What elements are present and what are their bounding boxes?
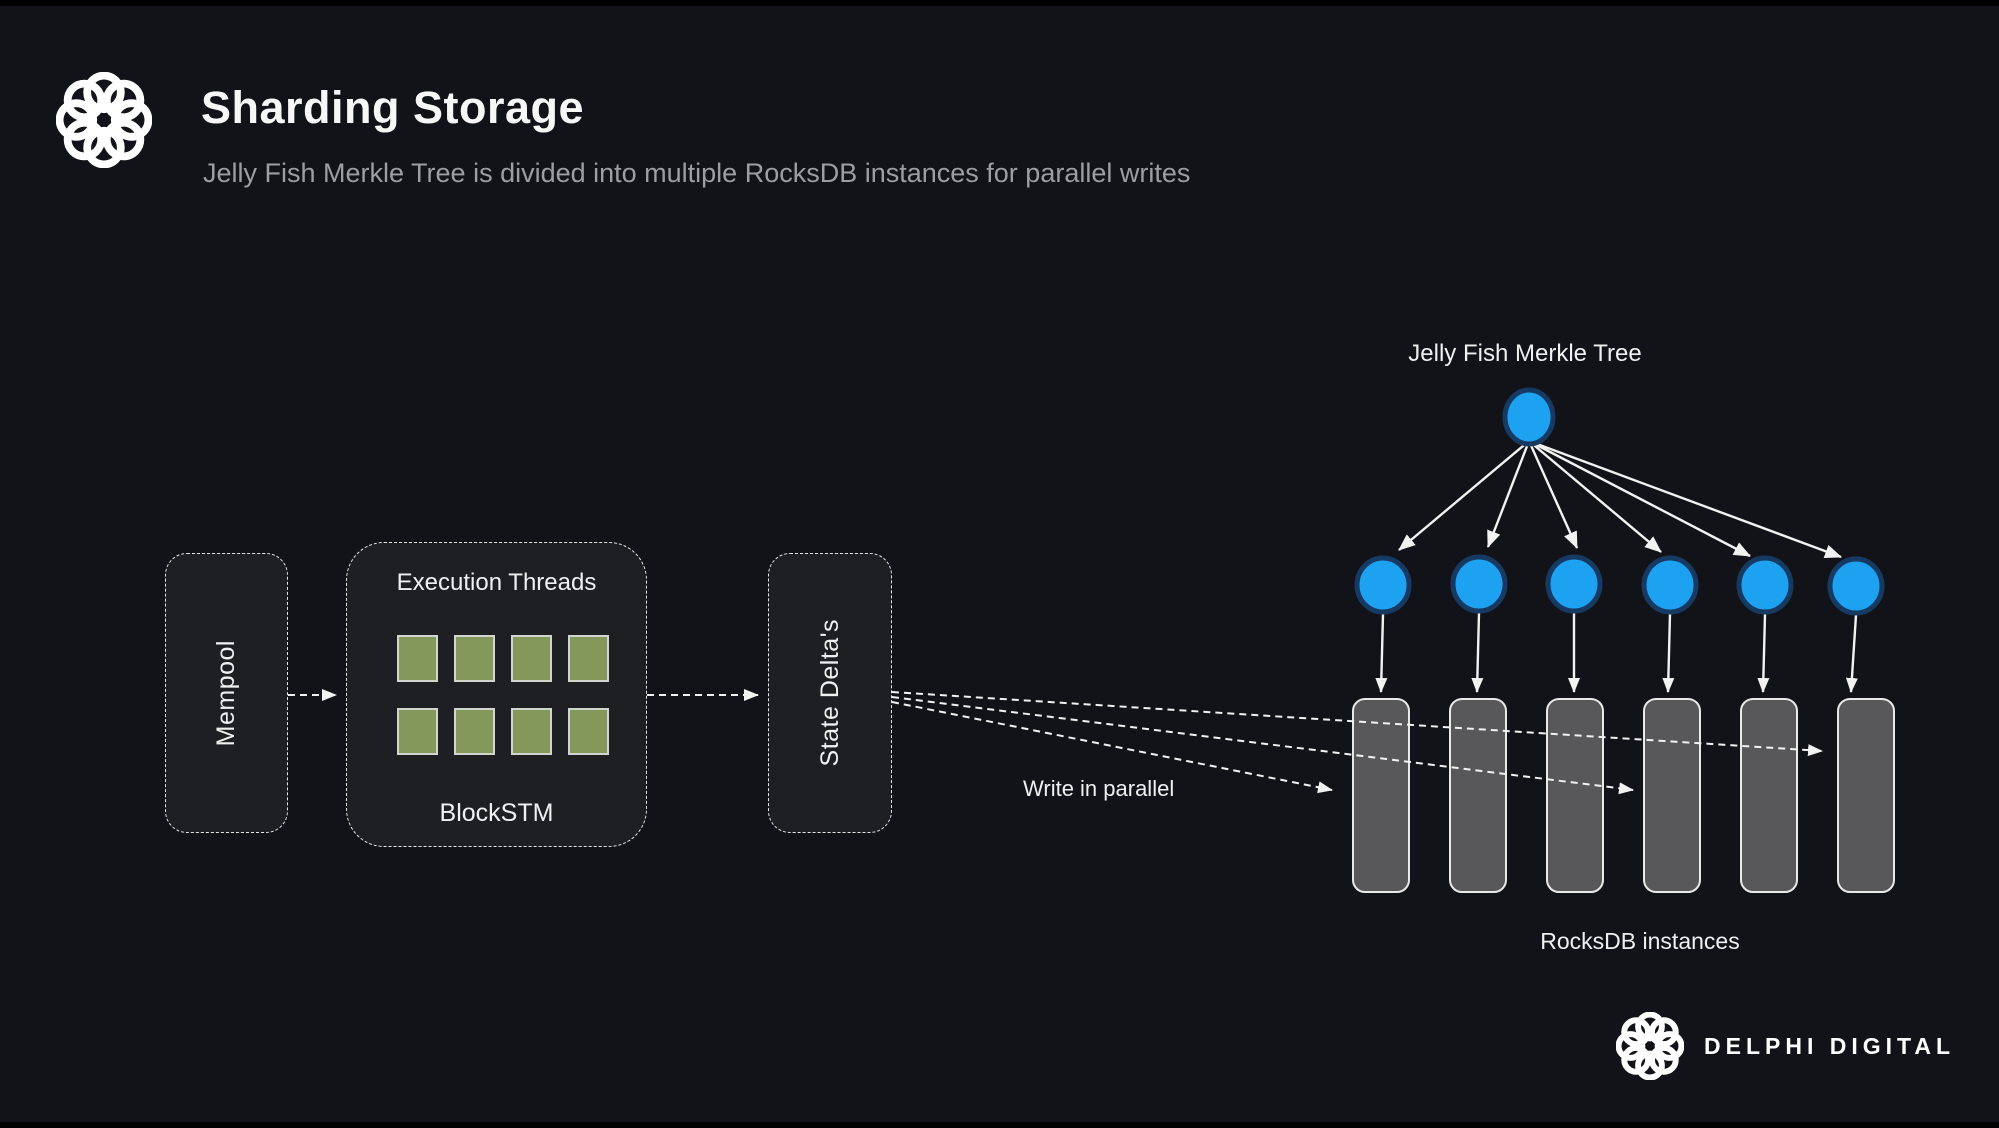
merkle-leaf-node [1641,555,1699,615]
blockstm-box: Execution Threads BlockSTM [346,542,647,847]
rocksdb-instance [1546,698,1604,893]
page-title: Sharding Storage [201,82,585,133]
top-edge-strip [0,0,1999,6]
edge-leaf5-to-db5 [1757,613,1770,693]
bottom-edge-strip [0,1122,1999,1128]
tree-edge-root-leaf6 [1528,439,1842,559]
rocksdb-instance [1837,698,1895,893]
edge-leaf4-to-db4 [1662,613,1675,693]
tree-edge-root-leaf5 [1528,439,1751,558]
blockstm-label: BlockSTM [439,799,554,827]
merkle-leaf-node [1827,556,1885,616]
rocksdb-instance [1643,698,1701,893]
brand-wordmark: DELPHI DIGITAL [1704,1032,1956,1059]
merkle-leaf-node [1736,555,1794,615]
brand-footer: DELPHI DIGITAL [1616,1012,1955,1080]
merkle-root-node [1502,387,1556,447]
tree-edge-root-leaf1 [1398,440,1530,551]
merkle-leaf-node [1545,554,1603,614]
tree-edge-root-leaf3 [1527,440,1579,549]
rocksdb-instance [1352,698,1410,893]
page-subtitle: Jelly Fish Merkle Tree is divided into m… [203,158,1191,188]
delphi-knot-icon [1616,1012,1684,1080]
rocksdb-instance [1449,698,1507,893]
tree-edge-root-leaf2 [1486,440,1531,548]
state-deltas-box: State Delta's [768,553,892,833]
thread-square [397,708,438,755]
merkle-tree-title: Jelly Fish Merkle Tree [1408,340,1642,367]
edge-leaf1-to-db1 [1375,613,1388,693]
write-in-parallel-label: Write in parallel [1023,776,1175,801]
execution-threads-label: Execution Threads [396,569,597,596]
state-deltas-label: State Delta's [815,619,844,767]
thread-square [454,635,495,682]
edge-leaf2-to-db2 [1471,612,1484,693]
thread-square [454,708,495,755]
mempool-label: Mempool [212,639,240,747]
thread-square [568,635,609,682]
merkle-leaf-node [1450,554,1508,614]
rocksdb-instances-label: RocksDB instances [1540,928,1740,954]
tree-edge-root-leaf4 [1528,440,1662,553]
arrow-write-parallel-to-db4 [891,696,1634,795]
thread-square [568,708,609,755]
merkle-leaf-node [1354,555,1412,615]
edge-leaf6-to-db6 [1845,614,1858,693]
thread-square [511,635,552,682]
mempool-box: Mempool [165,553,288,833]
thread-square [511,708,552,755]
rocksdb-instance [1740,698,1798,893]
delphi-knot-icon [55,71,153,169]
thread-square [397,635,438,682]
